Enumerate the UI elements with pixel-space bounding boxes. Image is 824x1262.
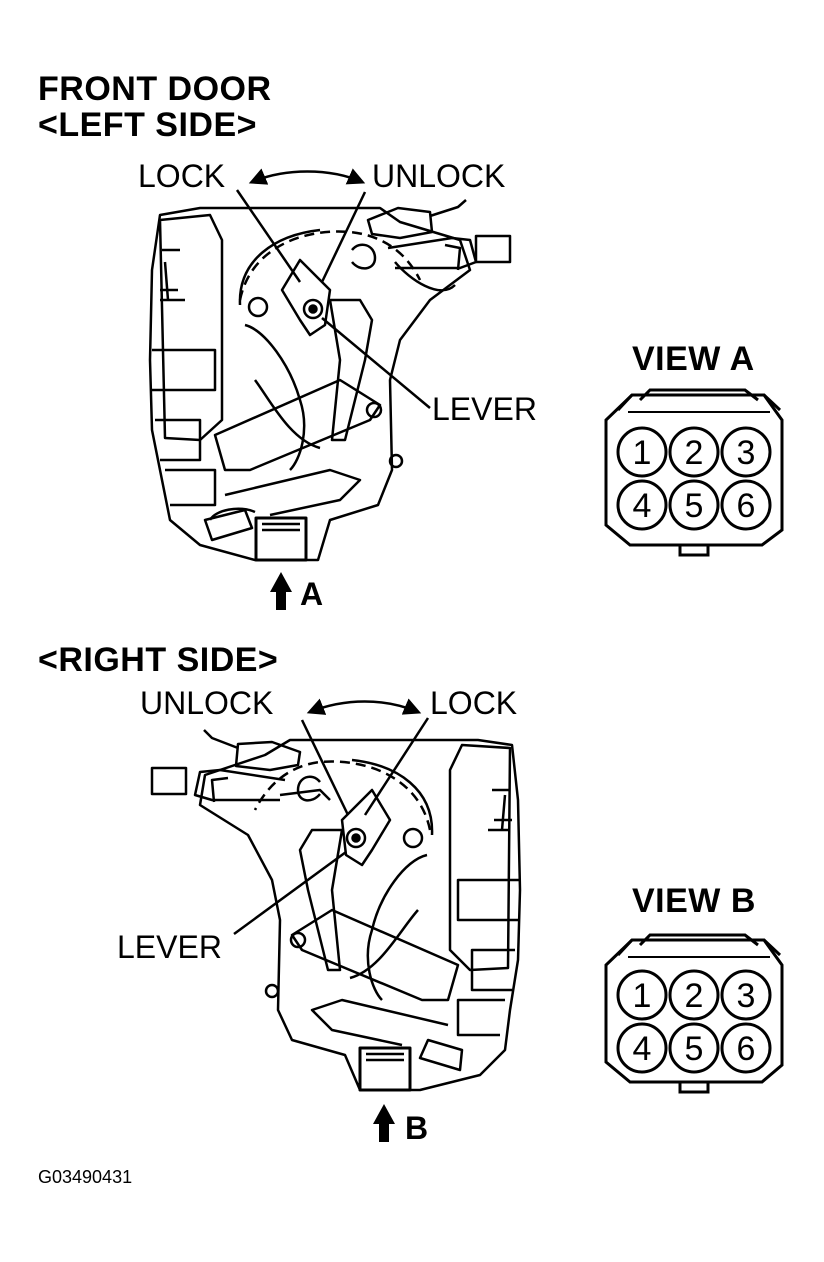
- view-b-pin-4: 4: [633, 1030, 652, 1068]
- left-lever-label: LEVER: [432, 391, 537, 427]
- right-unlock-label: UNLOCK: [140, 685, 274, 721]
- figure-code: G03490431: [38, 1167, 133, 1187]
- left-lock-label: LOCK: [138, 158, 226, 194]
- view-a-pin-5: 5: [685, 487, 704, 525]
- view-b-title: VIEW B: [632, 882, 756, 920]
- right-lever-label: LEVER: [117, 929, 222, 965]
- left-door-lock-assembly: [148, 199, 512, 562]
- view-a-connector: [604, 388, 784, 557]
- view-a-pin-4: 4: [633, 487, 652, 525]
- view-a-arrow: [270, 572, 292, 610]
- view-b-pins: 1 2 3 4 5 6: [633, 977, 756, 1068]
- view-b-arrow-label: B: [405, 1110, 429, 1146]
- view-a-title: VIEW A: [632, 340, 755, 378]
- view-a-pin-2: 2: [685, 434, 704, 472]
- view-b-arrow: [373, 1104, 395, 1142]
- view-b-pin-1: 1: [633, 977, 652, 1015]
- view-a-pin-1: 1: [633, 434, 652, 472]
- view-a-pins: 1 2 3 4 5 6: [633, 434, 756, 525]
- left-side-heading: <LEFT SIDE>: [38, 106, 257, 144]
- left-unlock-label: UNLOCK: [372, 158, 506, 194]
- view-b-pin-6: 6: [737, 1030, 756, 1068]
- view-a-arrow-label: A: [300, 576, 324, 612]
- right-lock-label: LOCK: [430, 685, 518, 721]
- right-side-callouts: [233, 698, 430, 936]
- view-a-pin-3: 3: [737, 434, 756, 472]
- view-a-pin-6: 6: [737, 487, 756, 525]
- view-b-connector: [604, 933, 784, 1094]
- left-side-callouts: [235, 168, 431, 409]
- view-b-pin-3: 3: [737, 977, 756, 1015]
- right-side-heading: <RIGHT SIDE>: [38, 641, 279, 679]
- right-door-lock-assembly: [150, 729, 522, 1092]
- diagram-title: FRONT DOOR: [38, 70, 272, 108]
- view-b-pin-5: 5: [685, 1030, 704, 1068]
- view-b-pin-2: 2: [685, 977, 704, 1015]
